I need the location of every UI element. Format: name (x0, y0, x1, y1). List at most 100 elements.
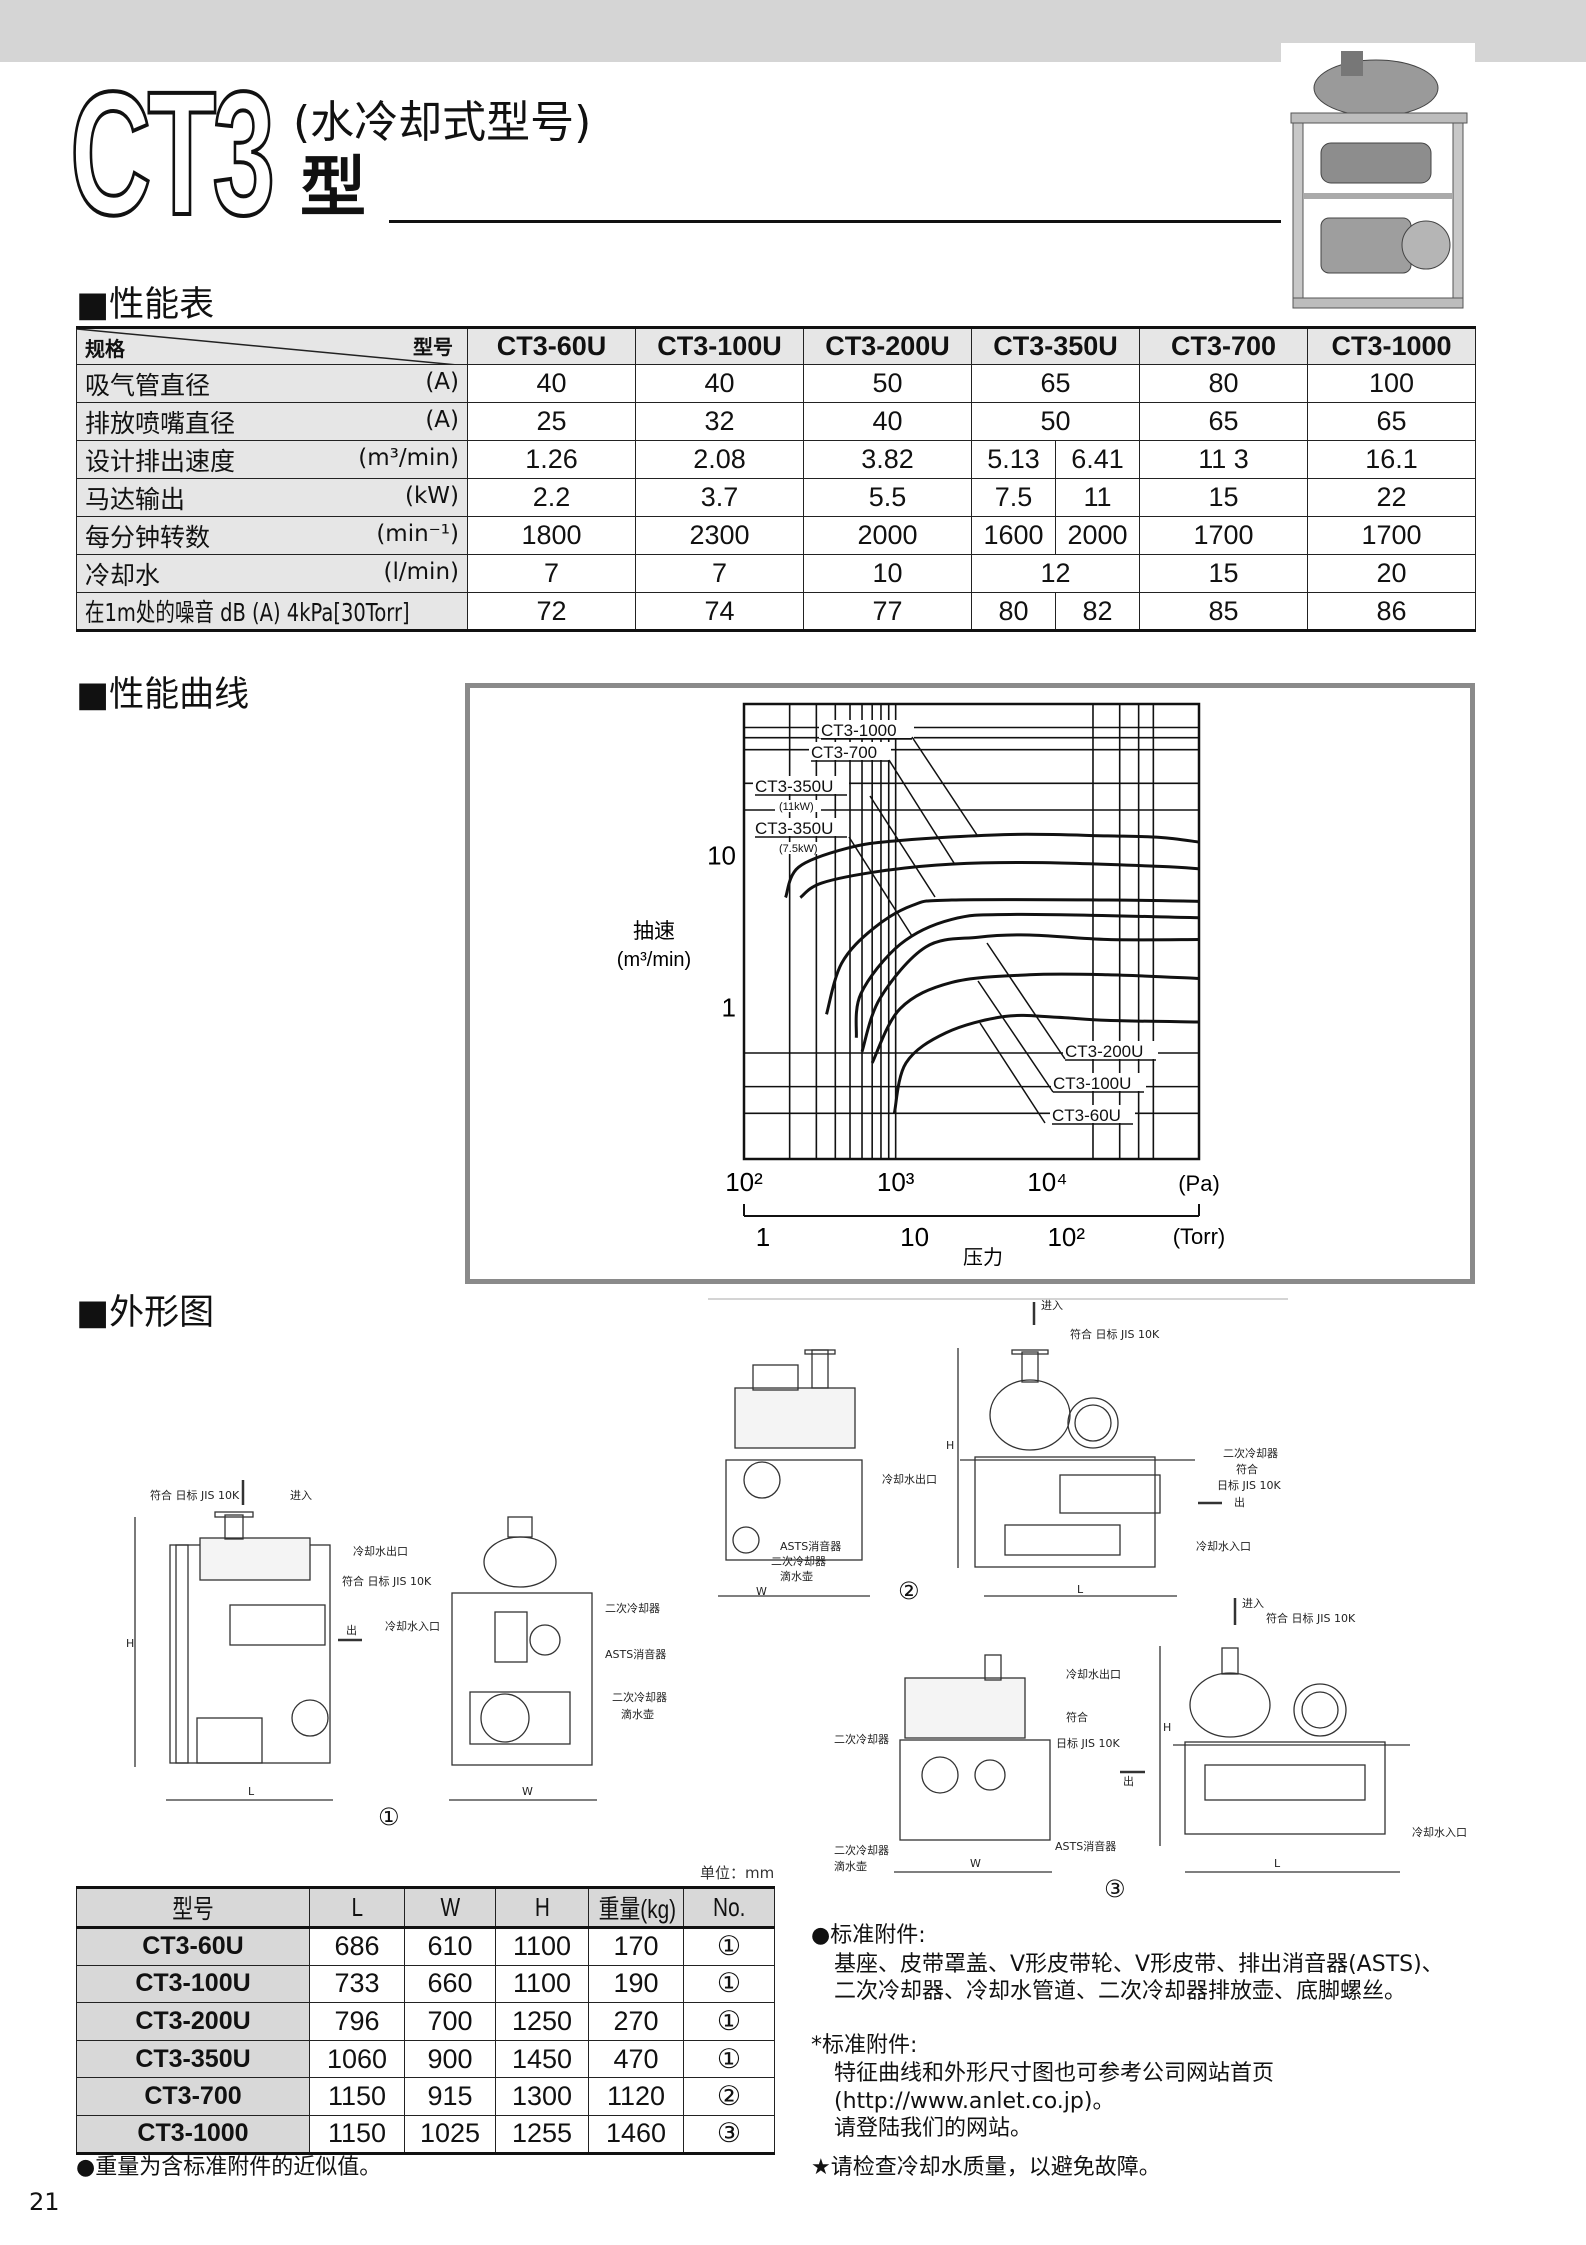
model-cell: CT3-350U (76, 2039, 310, 2079)
column-header: No. (712, 1892, 746, 1922)
dim-l: L (248, 1785, 255, 1798)
column-header-cell: W (404, 1887, 496, 1929)
spec-value: 1.26 (467, 440, 636, 479)
spec-label: 冷却水 (85, 560, 161, 590)
spec-value: 86 (1307, 592, 1477, 631)
spec-value: 11 3 (1139, 440, 1309, 479)
spec-value: 12 (970, 554, 1141, 593)
dimension-cell: 1300 (495, 2077, 589, 2116)
dimension-cell: 915 (404, 2077, 496, 2116)
drawing-3-front-view (1120, 1598, 1410, 1873)
drawing-1-front-view (449, 1516, 597, 1801)
spec-value: 77 (803, 592, 972, 631)
label-water-outlet: 冷却水出口 (1066, 1668, 1121, 1681)
dim-h: H (1163, 1721, 1172, 1734)
dimension-cell: 733 (309, 1964, 405, 2004)
reference-title: *标准附件: (811, 2033, 918, 2058)
spec-value: 80 (971, 592, 1056, 631)
outline-drawings-title: ■外形图 (76, 1293, 215, 1333)
dimension-cell: 700 (404, 2002, 496, 2041)
x-tick-label-torr: 10 (900, 1222, 929, 1252)
spec-label: 马达输出 (85, 484, 186, 514)
dimension-cell: 170 (588, 1927, 684, 1966)
series-label: CT3-350U (755, 777, 833, 796)
dimension-cell: ① (683, 2039, 775, 2079)
drawing-3-side-view (894, 1654, 1052, 1873)
series-label: CT3-1000 (821, 721, 897, 740)
x-tick-label-pa: 10³ (877, 1167, 915, 1197)
model-header: CT3-100U (635, 327, 804, 365)
spec-value: 65 (1307, 402, 1477, 441)
performance-table-title: ■性能表 (76, 285, 215, 325)
spec-value: 1800 (467, 516, 636, 555)
weight-note: ●重量为含标准附件的近似值。 (76, 2155, 382, 2180)
label-jis: 日标 JIS 10K (1217, 1479, 1281, 1492)
dimension-cell: 1060 (309, 2039, 405, 2079)
dimension-cell: 270 (588, 2002, 684, 2041)
dimension-cell: 900 (404, 2039, 496, 2079)
label-drip-pot: 滴水壶 (780, 1570, 813, 1583)
dimension-cell: ① (683, 1927, 775, 1966)
label-secondary-cooler: 二次冷却器 (834, 1844, 889, 1857)
series-leader-line (888, 759, 955, 864)
curve-ct3-700 (799, 860, 1200, 899)
dim-w: W (522, 1785, 533, 1798)
dimension-cell: ① (683, 2002, 775, 2041)
spec-value: 2000 (803, 516, 972, 555)
unit-note: 单位：mm (700, 1864, 775, 1882)
spec-unit: (min⁻¹) (376, 521, 459, 547)
series-label-bg (753, 776, 849, 794)
spec-value: 20 (1307, 554, 1477, 593)
dimension-cell: 660 (404, 1964, 496, 2004)
series-label: CT3-350U (755, 819, 833, 838)
page-number: 21 (29, 2188, 60, 2216)
dim-w: W (970, 1857, 981, 1870)
spec-label-cell: 吸气管直径(A) (76, 364, 468, 403)
series-label-bg (809, 742, 891, 760)
model-header: CT3-350U (970, 327, 1141, 365)
label-secondary-cooler: 二次冷却器 (605, 1602, 660, 1615)
std-accessories-title: ●标准附件: (811, 1923, 926, 1948)
spec-value: 50 (803, 364, 972, 403)
corner-spec-label: 规格 (85, 339, 125, 361)
spec-value: 72 (467, 592, 636, 631)
dimension-cell: 1250 (495, 2002, 589, 2041)
dimension-cell: 1100 (495, 1927, 589, 1966)
dim-h: H (946, 1439, 955, 1452)
spec-value: 3.7 (635, 478, 804, 517)
label-jis-outlet: 符合 日标 JIS 10K (342, 1575, 432, 1588)
y-tick-label: 1 (722, 992, 736, 1022)
dimension-cell: 1100 (495, 1964, 589, 2004)
label-secondary-cooler: 二次冷却器 (834, 1733, 889, 1746)
series-label-bg (819, 720, 914, 738)
series-label-bg (1050, 1105, 1135, 1123)
dimension-cell: 1450 (495, 2039, 589, 2079)
drawing-number: ① (378, 1803, 400, 1831)
y-axis-unit: (m³/min) (617, 949, 691, 971)
series-label: CT3-60U (1052, 1106, 1121, 1125)
corner-model-label: 型号 (413, 337, 453, 359)
model-cell: CT3-700 (76, 2077, 310, 2116)
curve-ct3-100u (870, 972, 1200, 1064)
series-sublabel-bg (775, 800, 821, 812)
spec-label-cell: 每分钟转数(min⁻¹) (76, 516, 468, 555)
spec-label: 设计排出速度 (85, 446, 236, 476)
x-tick-label-torr: 1 (756, 1222, 770, 1252)
spec-value: 7.5 (971, 478, 1056, 517)
spec-value: 1700 (1139, 516, 1309, 555)
website-link[interactable]: (http://www.anlet.co.jp)。 (834, 2089, 1115, 2114)
spec-value: 82 (1054, 592, 1141, 631)
series-label: CT3-700 (811, 743, 877, 762)
column-header: 重量(kg) (598, 1894, 677, 1924)
dim-h: H (126, 1637, 135, 1650)
spec-value: 25 (467, 402, 636, 441)
spec-value: 2000 (1054, 516, 1141, 555)
spec-value: 40 (803, 402, 972, 441)
